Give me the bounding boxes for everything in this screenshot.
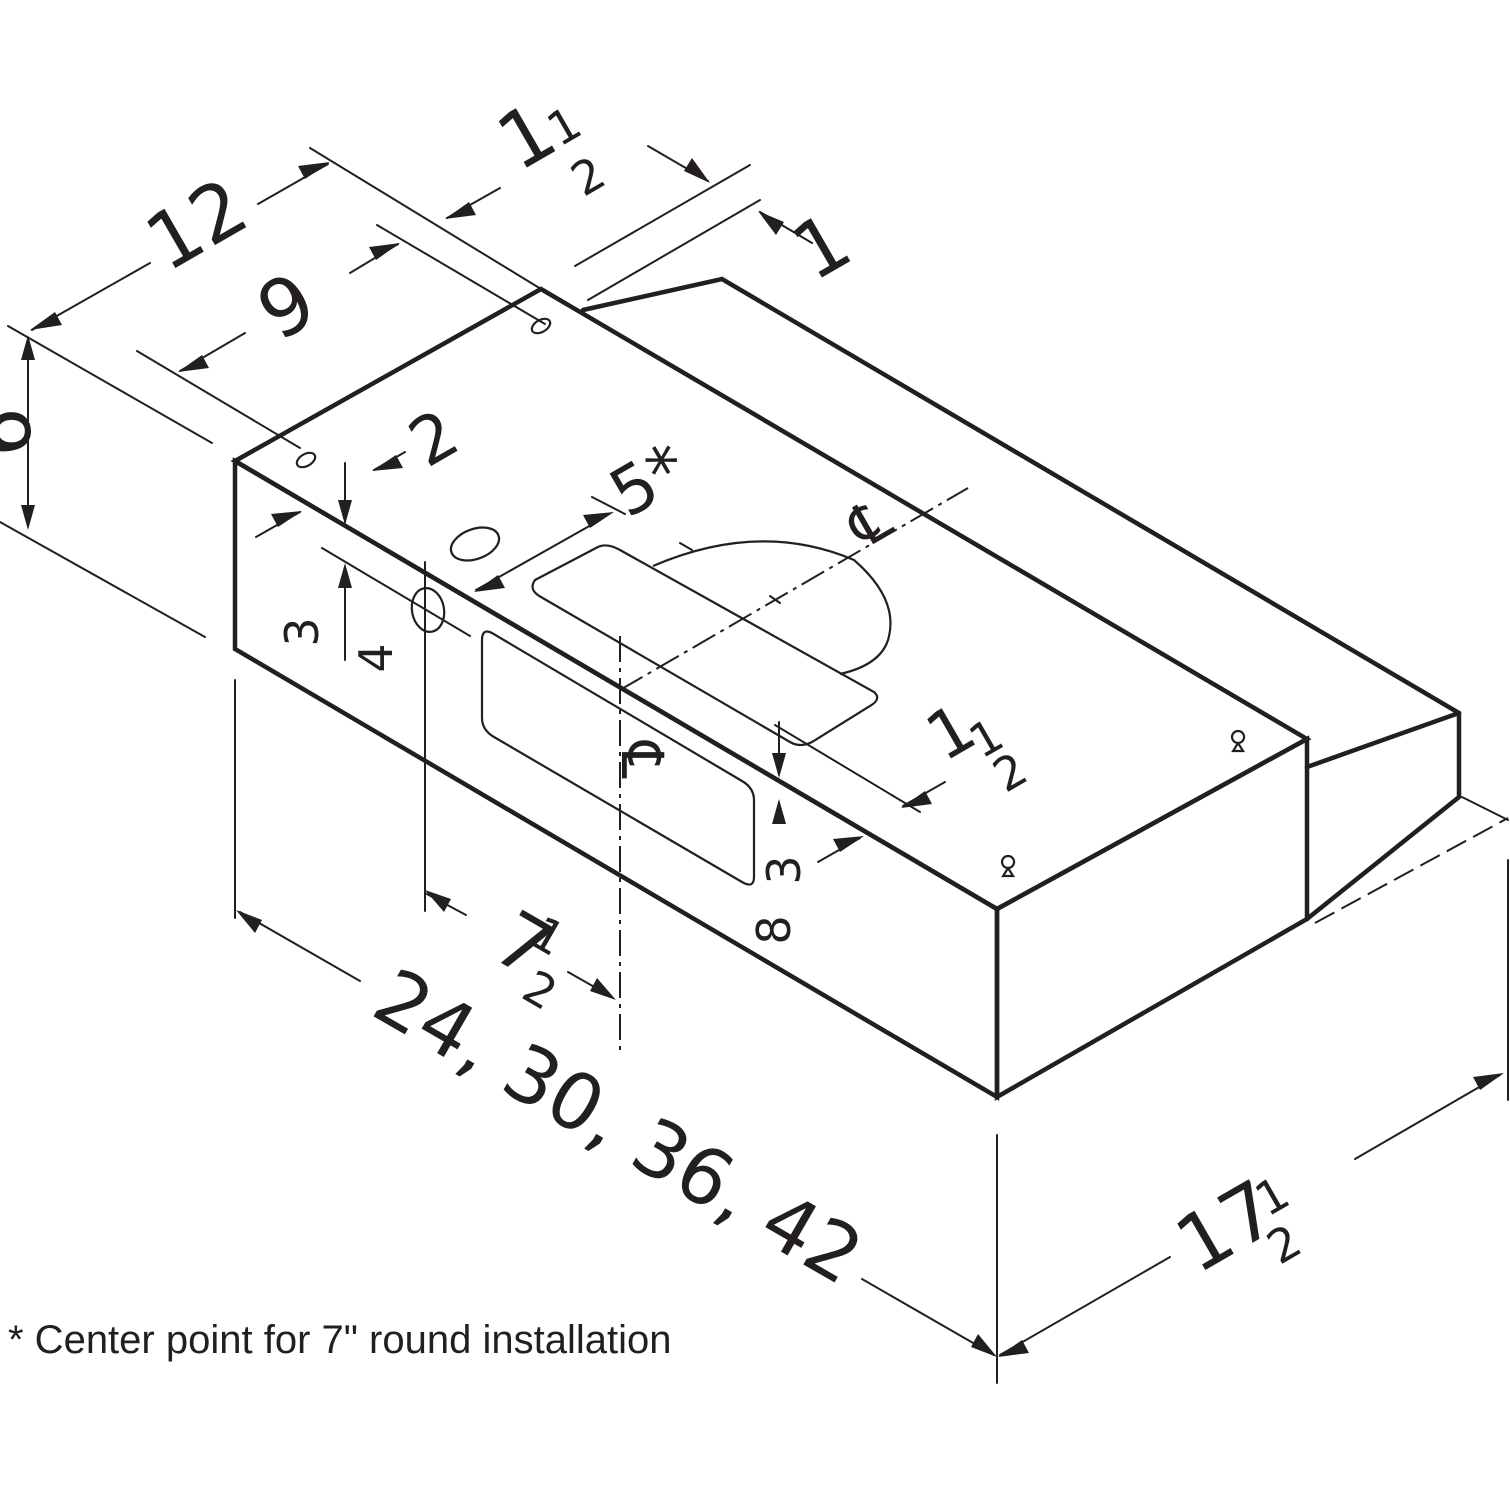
wire-knockout-top	[449, 526, 501, 562]
front-slot-cutout	[480, 630, 756, 886]
duct-rect-cutout	[531, 544, 879, 747]
top-centerline	[619, 487, 969, 691]
centerline-mark-front: ℄	[608, 739, 676, 778]
dim-mount-9: 9	[243, 256, 331, 359]
dim-depth-12: 12	[132, 162, 263, 290]
dim-slot-offset-num: 3	[757, 855, 811, 884]
hood-top-face	[230, 286, 1312, 912]
dim-slot-height-num: 3	[275, 617, 329, 646]
center-lines	[619, 487, 969, 1052]
hood-right-face	[994, 735, 1310, 1101]
dim-top-offset-den: 2	[562, 145, 614, 206]
dim-widths: 24, 30, 36, 42	[359, 952, 877, 1303]
hood-rear-top-edge	[1304, 710, 1462, 770]
keyhole-back-right	[1230, 729, 1246, 753]
keyhole-front-left	[295, 451, 317, 469]
footnote: * Center point for 7" round installation	[8, 1318, 672, 1362]
top-cutouts	[295, 317, 1246, 878]
dim-slot-height-den: 4	[349, 643, 403, 672]
keyhole-back-left	[530, 317, 552, 335]
dim-side-offset-den: 2	[984, 741, 1036, 802]
dimension-lines	[0, 145, 1509, 1384]
keyhole-front-right	[1000, 854, 1016, 878]
dim-edge-offset: 2	[396, 395, 471, 483]
hood-front-face	[232, 457, 1000, 1101]
dim-height: 6	[0, 407, 49, 457]
dim-back-inset: 1	[778, 196, 866, 299]
dimension-labels: 6 12 9 1 1 2 1 2 5* 3 4 3 8 1 1 2 7 1 2 …	[0, 86, 1310, 1303]
round-duct-outline	[652, 540, 892, 676]
hood-rear-section	[580, 276, 1462, 922]
hood-body-outline	[230, 276, 1462, 1101]
dim-slot-offset-den: 8	[747, 915, 801, 944]
dim-duct-center: 5*	[597, 428, 700, 532]
